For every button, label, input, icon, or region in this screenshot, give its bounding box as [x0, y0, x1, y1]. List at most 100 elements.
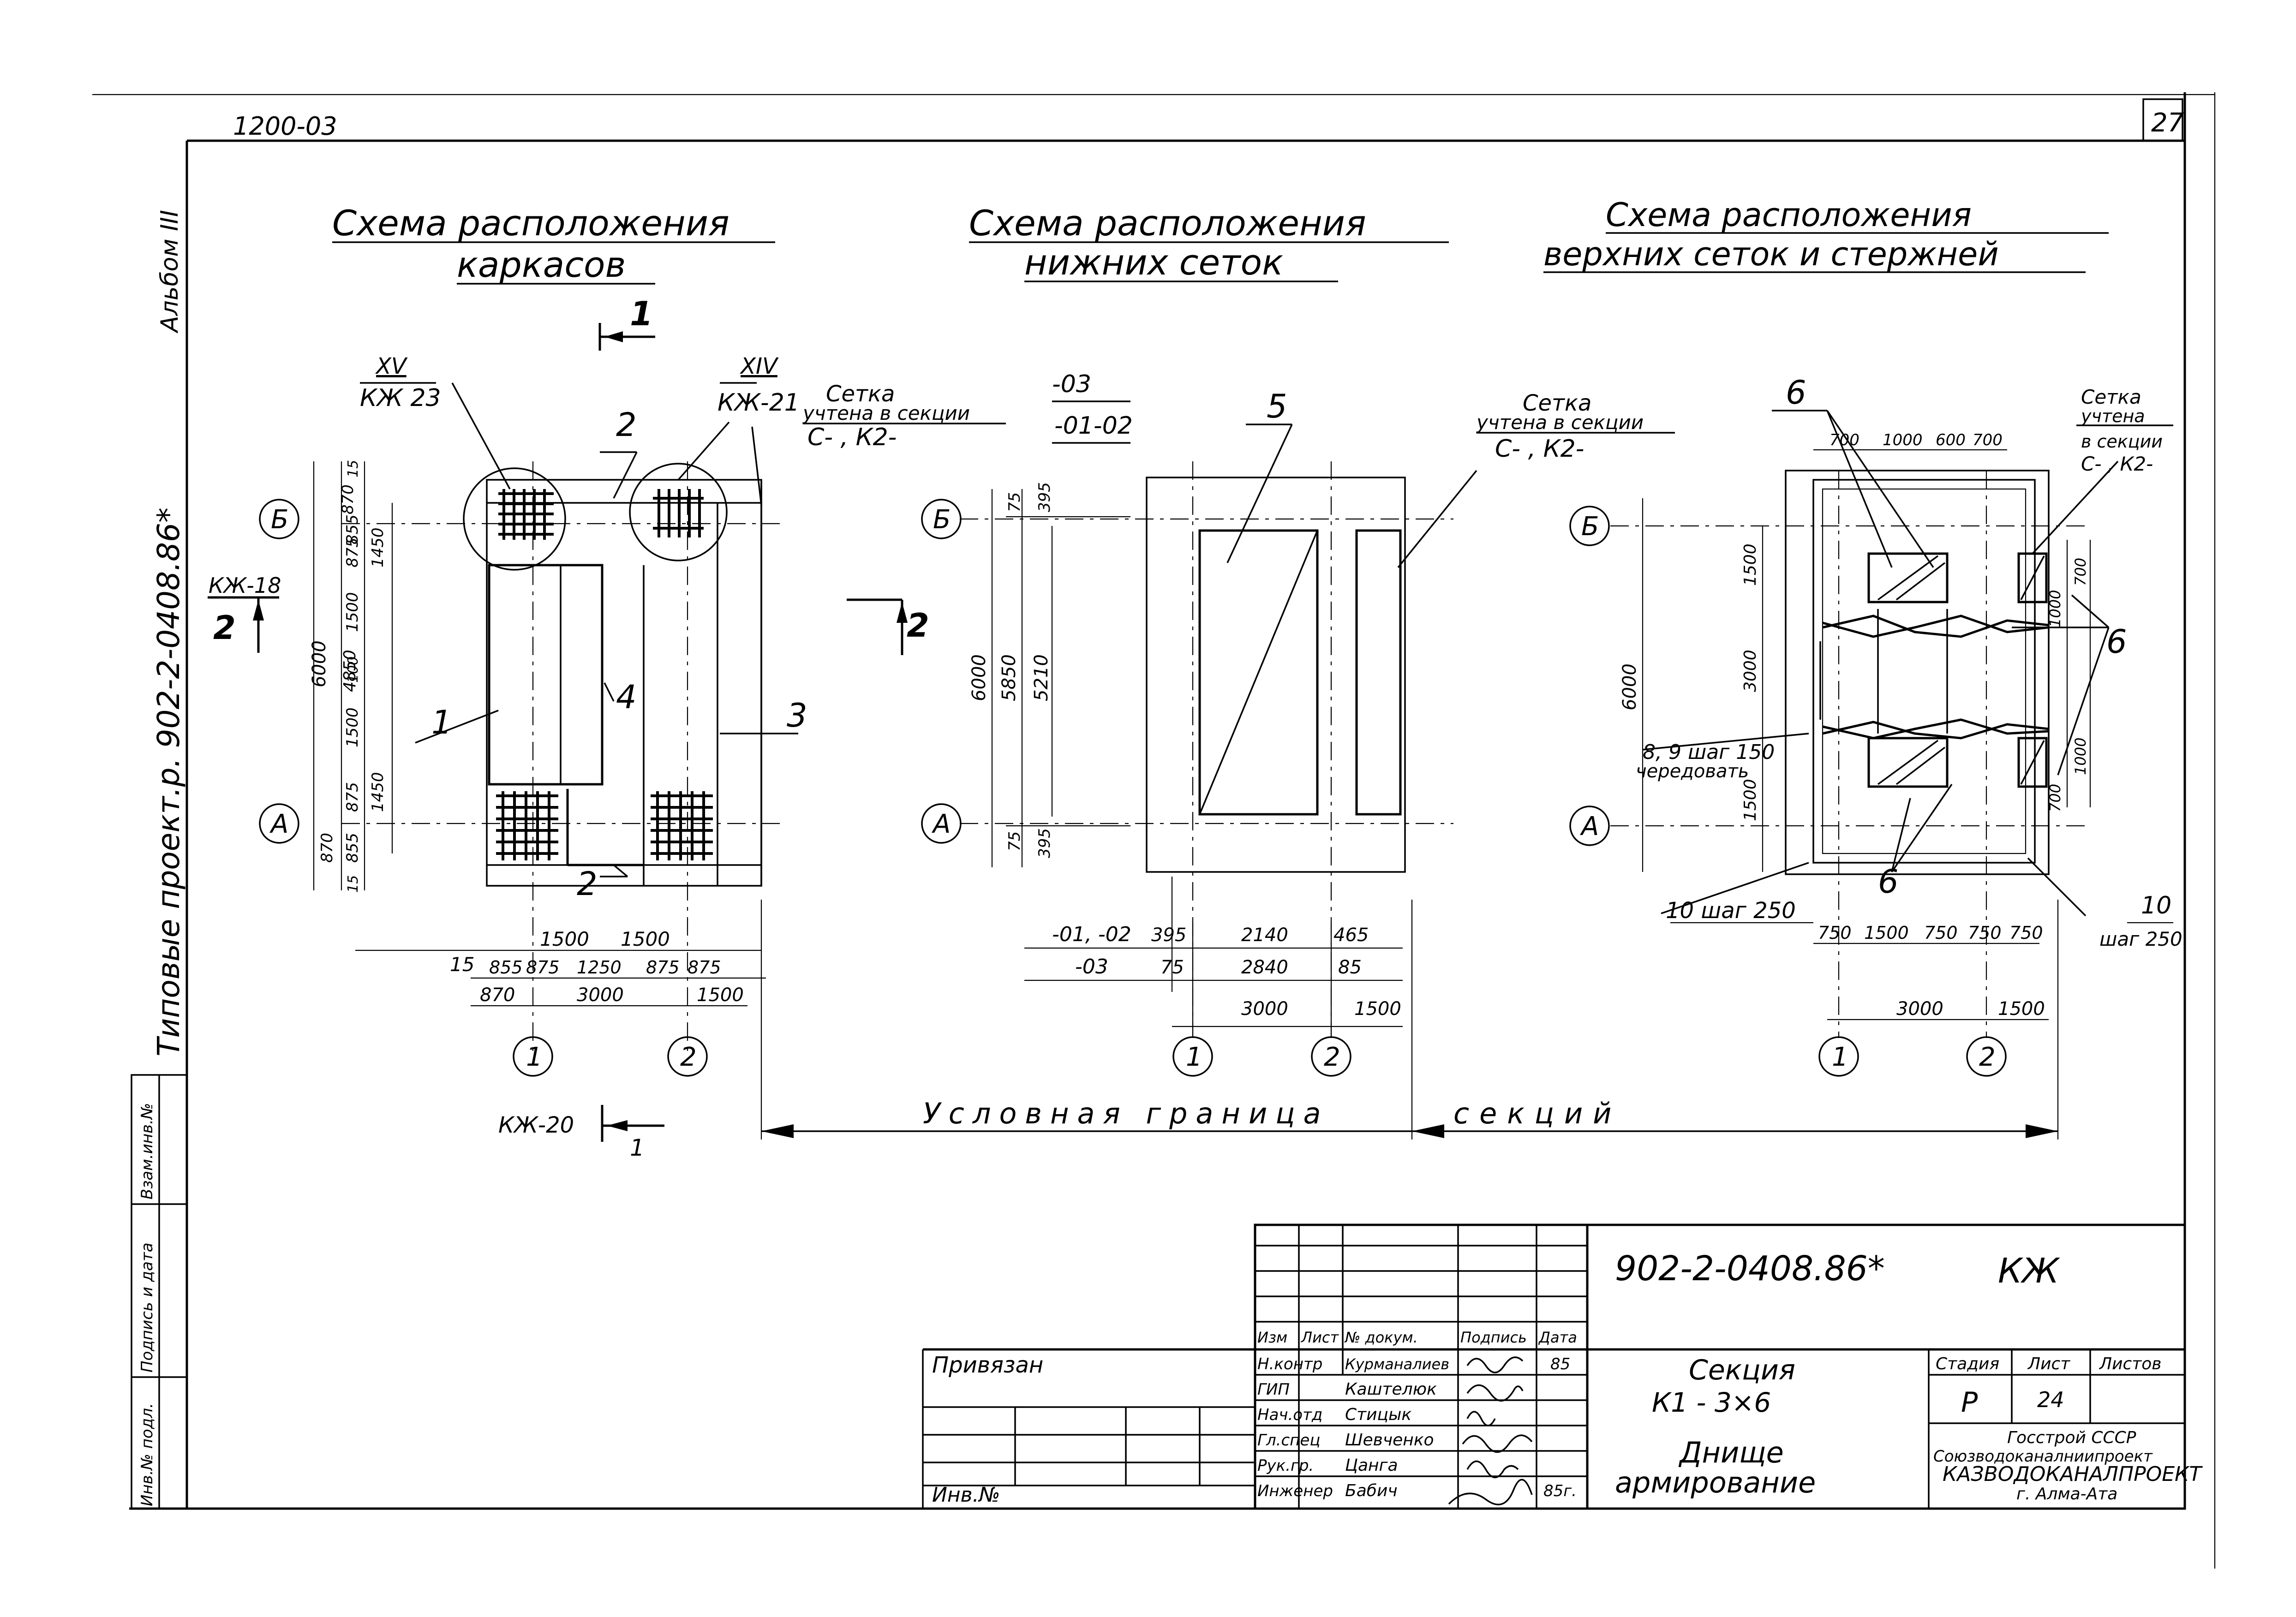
plan-2-frames [960, 400, 1477, 1038]
signatures [1448, 1356, 1533, 1505]
plan3-dim-r1: 1000 [2046, 590, 2064, 627]
plan3-step-note-1: 8, 9 шаг 150 [1643, 740, 1775, 764]
stamp-name-0: Курманалиев [1345, 1355, 1449, 1373]
plan-2-dimensions [991, 489, 1403, 1038]
p1-dim-l12: 15 [345, 875, 361, 893]
stamp-role-0: Н.контр [1257, 1355, 1322, 1373]
code-top: 1200-03 [233, 112, 337, 141]
p1-dim-l11: 855 [343, 833, 362, 863]
plan1-note-1: Сетка [826, 381, 895, 407]
stamp-org-1: Госстрой СССР [2007, 1428, 2136, 1447]
section-mark-2-left [208, 596, 279, 653]
section-boundary-line [760, 900, 2059, 1140]
p2-dim-3000: 3000 [1241, 998, 1288, 1020]
plan-3-leaders [1642, 410, 2119, 917]
plan-1-dimensions [313, 461, 766, 1007]
stamp-stage-h: Стадия [1936, 1354, 1999, 1373]
plan1-note-2: учтена в секции [802, 402, 970, 424]
stamp-head-list: Лист [1301, 1329, 1339, 1346]
stamp-head-izm: Изм [1257, 1329, 1287, 1346]
plan2-sec-mark: 2 [907, 607, 929, 644]
plan3-dim-1500-top: 1500 [1741, 543, 1760, 586]
stamp-name-3: Шевченко [1345, 1431, 1434, 1450]
p2-row2-3: 85 [1338, 957, 1362, 978]
axis-1-3: 1 [1832, 1042, 1848, 1072]
side-album-label: Альбом III [156, 210, 184, 334]
p1-dim-b2-0: 15 [450, 953, 474, 976]
title-3-line1: Схема расположения [1606, 196, 1972, 234]
kzh20-label: КЖ-20 [498, 1112, 574, 1138]
stamp-role-4: Рук.гр. [1257, 1456, 1314, 1475]
p2-dim-6000: 6000 [969, 654, 990, 701]
title-3-line2: верхних сеток и стержней [1543, 235, 1999, 273]
plan3-callout-6-a: 6 [1786, 374, 1806, 412]
bottom-left-mesh [496, 791, 558, 860]
plan3-dim-1500-bot: 1500 [1741, 779, 1760, 821]
axis-B-2: Б [933, 505, 951, 535]
left-stamp [131, 1074, 188, 1510]
stamp-date-5: 85г. [1543, 1482, 1577, 1500]
plan3-dim-6000: 6000 [1619, 663, 1640, 710]
stamp-sign-date: Подпись и дата [138, 1242, 156, 1372]
stamp-code: 902-2-0408.86* [1615, 1249, 1885, 1289]
plan2-note-3: С- , К2- [1495, 435, 1584, 463]
callout-2-top: 2 [616, 406, 637, 444]
plan3-dim-b1-2: 750 [1924, 923, 1958, 943]
stamp-inv-podl: Инв.№ подл. [138, 1403, 156, 1506]
p1-dim-l3: 875 [343, 537, 362, 567]
plan3-dim-r0: 700 [2072, 558, 2089, 586]
p1-dim-l10: 870 [318, 833, 336, 863]
title-1-line1: Схема расположения [332, 203, 729, 244]
plan3-dim-b1-1: 1500 [1864, 923, 1909, 943]
plan1-note-3: С- , К2- [807, 424, 897, 451]
axis-2-2: 2 [1324, 1042, 1340, 1072]
stamp-role-5: Инженер [1257, 1482, 1333, 1500]
p1-dim-b1-0: 1500 [540, 928, 589, 950]
stamp-head-doc: № докум. [1344, 1329, 1418, 1346]
stamp-sheet-h: Лист [2027, 1354, 2070, 1373]
side-project-label: Типовые проект.р. 902-2-0408.86* [151, 507, 186, 1056]
p2-dim-75-bot: 75 [1005, 831, 1024, 851]
stamp-vzam-inv: Взам.инв.№ [138, 1103, 156, 1199]
section-1-label-top: 1 [630, 294, 653, 333]
title-2-line1: Схема расположения [969, 203, 1366, 244]
stamp-sheets-h: Листов [2099, 1354, 2161, 1373]
stamp-date-0: 85 [1550, 1355, 1570, 1373]
stamp-role-1: ГИП [1257, 1380, 1290, 1399]
sheet-frame [92, 92, 2216, 1569]
p2-row1-3: 465 [1333, 925, 1369, 946]
kzh21-mesh [653, 489, 704, 537]
axis-A-3: А [1580, 811, 1599, 841]
p1-dim-l7: 1500 [343, 707, 362, 747]
kzh18-label: КЖ-18 [209, 573, 281, 598]
p1-dim-b3-1: 3000 [577, 985, 624, 1006]
plan3-rebar-note-left: 10 шаг 250 [1666, 898, 1796, 924]
plan3-rebar-note-right-2: шаг 250 [2099, 928, 2182, 950]
callout-3: 3 [787, 697, 807, 734]
p1-dim-4850: 4850 [341, 650, 359, 692]
title-1-line2: каркасов [457, 244, 626, 285]
stamp-org-2: Союзводоканалниипроект [1933, 1447, 2153, 1466]
callout-4: 4 [616, 678, 637, 716]
plan2-mark-01-02: -01-02 [1054, 412, 1133, 440]
plan3-callout-6-b: 6 [2106, 623, 2127, 661]
plan2-callout-5: 5 [1267, 388, 1287, 425]
axis-B-3: Б [1581, 512, 1599, 542]
p1-dim-l1: 855 [343, 514, 362, 544]
callout-1: 1 [431, 704, 452, 741]
stamp-name-2: Стицык [1345, 1405, 1411, 1424]
p2-dim-5210: 5210 [1031, 654, 1052, 701]
p1-dim-l6: 100 [345, 656, 361, 683]
p1-dim-l0: 870 [339, 484, 357, 514]
p2-row2-1: 75 [1160, 957, 1184, 978]
section-2-label-left: 2 [213, 609, 236, 647]
plan3-dim-b1-3: 750 [1968, 923, 2002, 943]
p1-dim-l2: 15 [345, 460, 361, 477]
plan3-dim-b1-0: 750 [1818, 923, 1852, 943]
p2-dim-1500: 1500 [1354, 998, 1401, 1020]
stamp-stage: Р [1961, 1386, 1978, 1419]
stamp-name-5: Бабич [1345, 1481, 1398, 1500]
plan3-dim-b1-4: 750 [2009, 923, 2043, 943]
p2-dim-75-top: 75 [1005, 492, 1024, 512]
